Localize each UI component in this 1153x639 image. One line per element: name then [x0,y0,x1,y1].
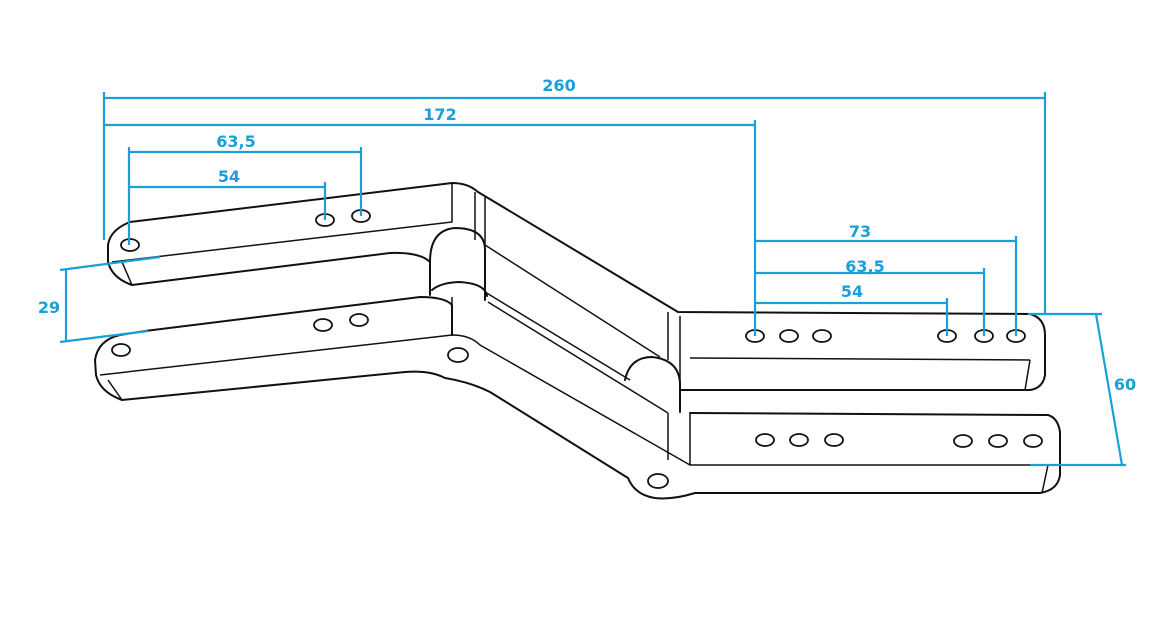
hole [755,433,775,447]
hole [988,434,1008,448]
hole [779,329,799,343]
dim-line-260 [102,92,1047,315]
dim-label-73: 73 [849,222,871,241]
hole [647,473,669,489]
hole [111,343,131,357]
dim-label-54-right: 54 [841,282,863,301]
dim-line-54-left [129,182,327,220]
dimensions: 260 172 63,5 54 73 63,5 54 29 60 [38,76,1136,467]
dim-label-172: 172 [423,105,456,124]
hole [1023,434,1043,448]
dim-line-29 [59,255,161,344]
hinge-cylinder-right [624,356,681,413]
hole [447,347,469,363]
dim-label-63-5-left: 63,5 [216,132,255,151]
dim-line-60 [1028,312,1126,467]
dim-label-260: 260 [542,76,575,95]
hole [313,318,333,332]
bracket-part [94,182,1061,500]
hole [824,433,844,447]
dim-label-60: 60 [1114,375,1136,394]
hole [953,434,973,448]
hole [812,329,832,343]
dim-label-63-5-right: 63,5 [845,257,884,276]
hole [349,313,369,327]
hole [789,433,809,447]
dim-line-63-5-right [755,268,986,336]
hinge-cylinder-left [429,227,488,301]
dim-label-54-left: 54 [218,167,240,186]
lower-left-arm [94,296,453,361]
dim-line-54-right [755,298,949,336]
upper-left-arm-front [107,244,431,286]
dim-line-63-5-left [127,147,363,245]
dim-line-172 [104,120,757,336]
dim-label-29: 29 [38,298,60,317]
upper-arm-outline [107,182,1046,391]
dim-line-73 [755,236,1018,336]
